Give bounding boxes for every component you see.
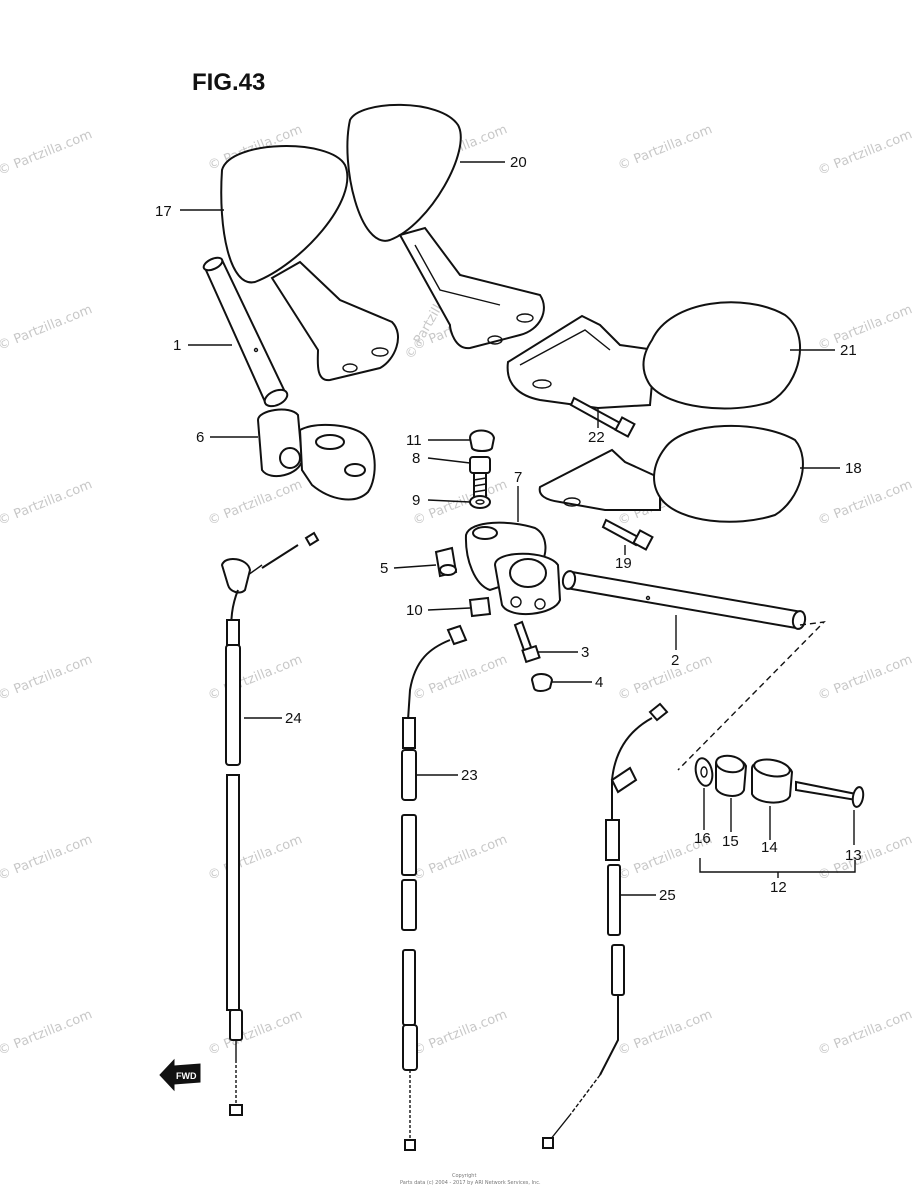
cable-23[interactable] [401, 624, 468, 1151]
watermark: © Partzilla.com [411, 832, 510, 883]
cable-24[interactable] [220, 531, 320, 1116]
watermark: © Partzilla.com [816, 127, 915, 178]
callout-19: 19 [615, 555, 632, 572]
watermark: © Partzilla.com [0, 302, 95, 353]
callout-21: 21 [840, 342, 857, 359]
callout-5: 5 [380, 560, 388, 577]
nut-10[interactable] [468, 596, 492, 618]
callout-17: 17 [155, 203, 172, 220]
watermark: © Partzilla.com [411, 477, 510, 528]
callout-8: 8 [412, 450, 420, 467]
fwd-label: FWD [176, 1071, 197, 1081]
callout-3: 3 [581, 644, 589, 661]
washer-9[interactable] [469, 495, 491, 509]
watermark: © Partzilla.com [0, 477, 95, 528]
watermark: © Partzilla.com [616, 122, 715, 173]
bolt-22[interactable] [569, 396, 636, 438]
watermark: © Partzilla.com [816, 1007, 915, 1058]
bolt-19[interactable] [601, 518, 654, 551]
callout-10: 10 [406, 602, 423, 619]
copyright-line1: Copyright [452, 1173, 476, 1179]
callout-7: 7 [514, 469, 522, 486]
callout-9: 9 [412, 492, 420, 509]
watermark: © Partzilla.com [411, 652, 510, 703]
watermark: © Partzilla.com [616, 1007, 715, 1058]
watermark: © Partzilla.com [816, 302, 915, 353]
callout-1: 1 [173, 337, 181, 354]
callout-24: 24 [285, 710, 302, 727]
watermark-layer: © Partzilla.com © Partzilla.com © Partzi… [0, 122, 915, 1058]
handlebar-holder-6[interactable] [256, 408, 376, 501]
leader-lines [180, 161, 856, 896]
washer-16[interactable] [693, 757, 714, 788]
cap-4[interactable] [530, 673, 554, 692]
watermark: © Partzilla.com [0, 127, 95, 178]
callout-13: 13 [845, 847, 862, 864]
callout-16: 16 [694, 830, 711, 847]
callout-4: 4 [595, 674, 603, 691]
handlebar-1[interactable] [202, 255, 290, 409]
callout-22: 22 [588, 429, 605, 446]
callout-18: 18 [845, 460, 862, 477]
watermark: © Partzilla.com [206, 477, 305, 528]
handlebar-2[interactable] [561, 570, 807, 630]
watermark: © Partzilla.com [616, 652, 715, 703]
callout-6: 6 [196, 429, 204, 446]
callout-23: 23 [461, 767, 478, 784]
mirror-21[interactable] [506, 301, 801, 410]
watermark: © Partzilla.com [206, 832, 305, 883]
watermark: © Partzilla.com [411, 1007, 510, 1058]
watermark: © Partzilla.com [0, 652, 95, 703]
watermark: © Partzilla.com [206, 652, 305, 703]
callout-25: 25 [659, 887, 676, 904]
callout-14: 14 [761, 839, 778, 856]
callout-2: 2 [671, 652, 679, 669]
callout-15: 15 [722, 833, 739, 850]
cap-5[interactable] [434, 546, 458, 578]
callout-20: 20 [510, 154, 527, 171]
watermark: © Partzilla.com [816, 652, 915, 703]
callout-11: 11 [406, 432, 422, 449]
handlebar-holder-7[interactable] [464, 521, 562, 616]
watermark: © Partzilla.com [206, 1007, 305, 1058]
bolt-3[interactable] [513, 620, 541, 664]
mirror-17[interactable] [220, 145, 399, 382]
mirror-20[interactable] [346, 103, 545, 350]
damper-15[interactable] [715, 754, 748, 797]
watermark: © Partzilla.com [0, 1007, 95, 1058]
balancer-14[interactable] [751, 757, 794, 804]
bolt-8[interactable] [469, 456, 491, 499]
copyright-line2: Parts data (c) 2004 - 2017 by ARI Networ… [400, 1180, 541, 1186]
callouts: 17 20 21 18 1 6 11 8 9 7 5 10 3 4 2 22 1… [155, 154, 862, 904]
watermark: © Partzilla.com [816, 477, 915, 528]
forward-badge: FWD [159, 1058, 201, 1092]
watermark: © Partzilla.com [816, 832, 915, 883]
cable-25[interactable] [542, 702, 669, 1149]
figure-title: FIG.43 [192, 69, 265, 96]
cap-11[interactable] [468, 429, 496, 452]
screw-13[interactable] [795, 780, 865, 808]
mirror-18[interactable] [538, 424, 804, 523]
watermark: © Partzilla.com [0, 832, 95, 883]
callout-12: 12 [770, 879, 787, 896]
